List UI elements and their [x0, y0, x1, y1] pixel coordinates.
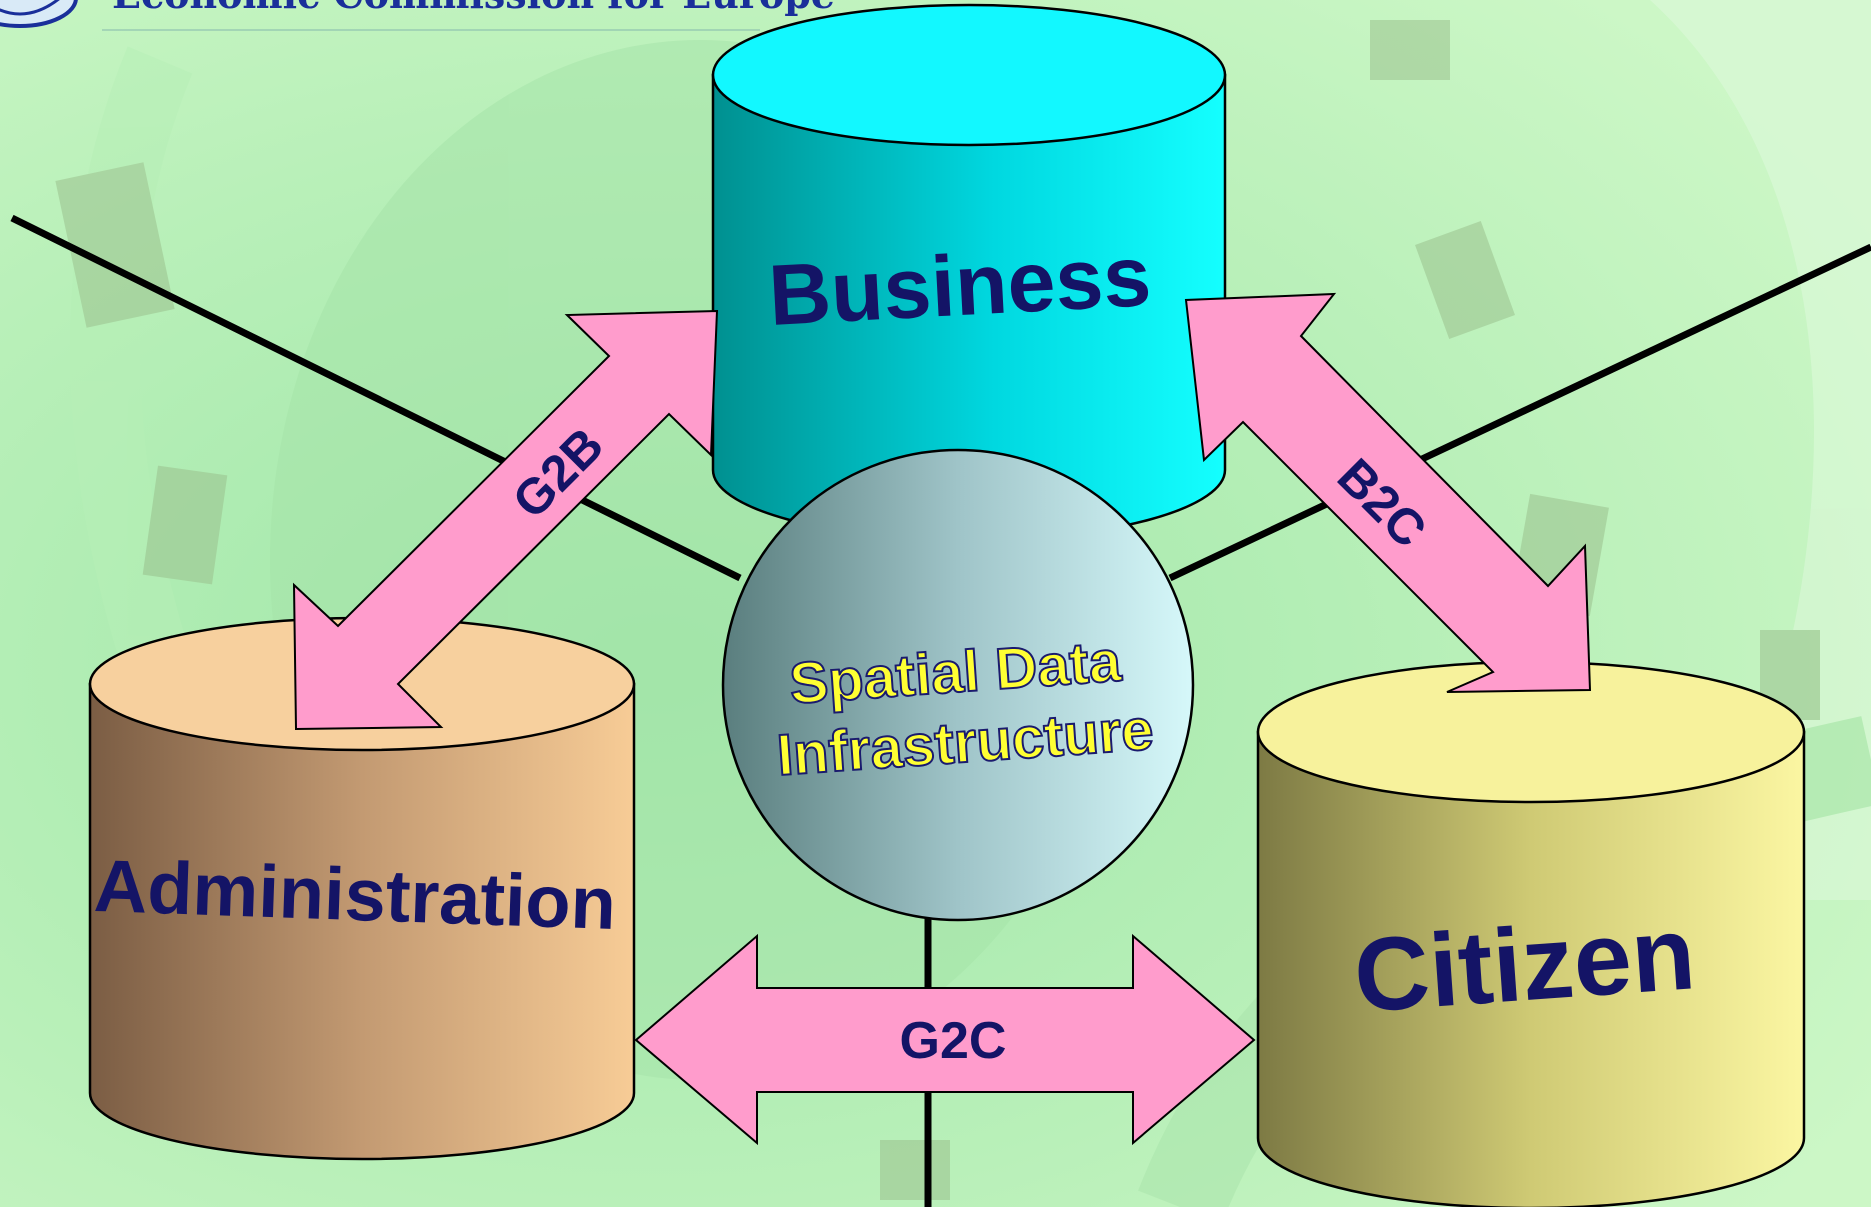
administration-label: Administration — [93, 844, 618, 945]
unece-logo — [0, 0, 78, 28]
spatial-data-infrastructure-sphere[interactable]: Spatial Data Infrastructure — [721, 448, 1195, 922]
business-cylinder[interactable]: Business — [711, 3, 1227, 542]
center-label-line1: Spatial Data — [787, 628, 1123, 716]
g2c-label: G2C — [900, 1012, 1007, 1070]
organization-name: Economic Commission for Europe — [112, 0, 835, 17]
citizen-cylinder[interactable]: Citizen — [1256, 660, 1806, 1207]
g2c-arrow[interactable]: G2C — [634, 933, 1256, 1146]
citizen-label: Citizen — [1351, 895, 1699, 1034]
business-label: Business — [766, 228, 1153, 344]
